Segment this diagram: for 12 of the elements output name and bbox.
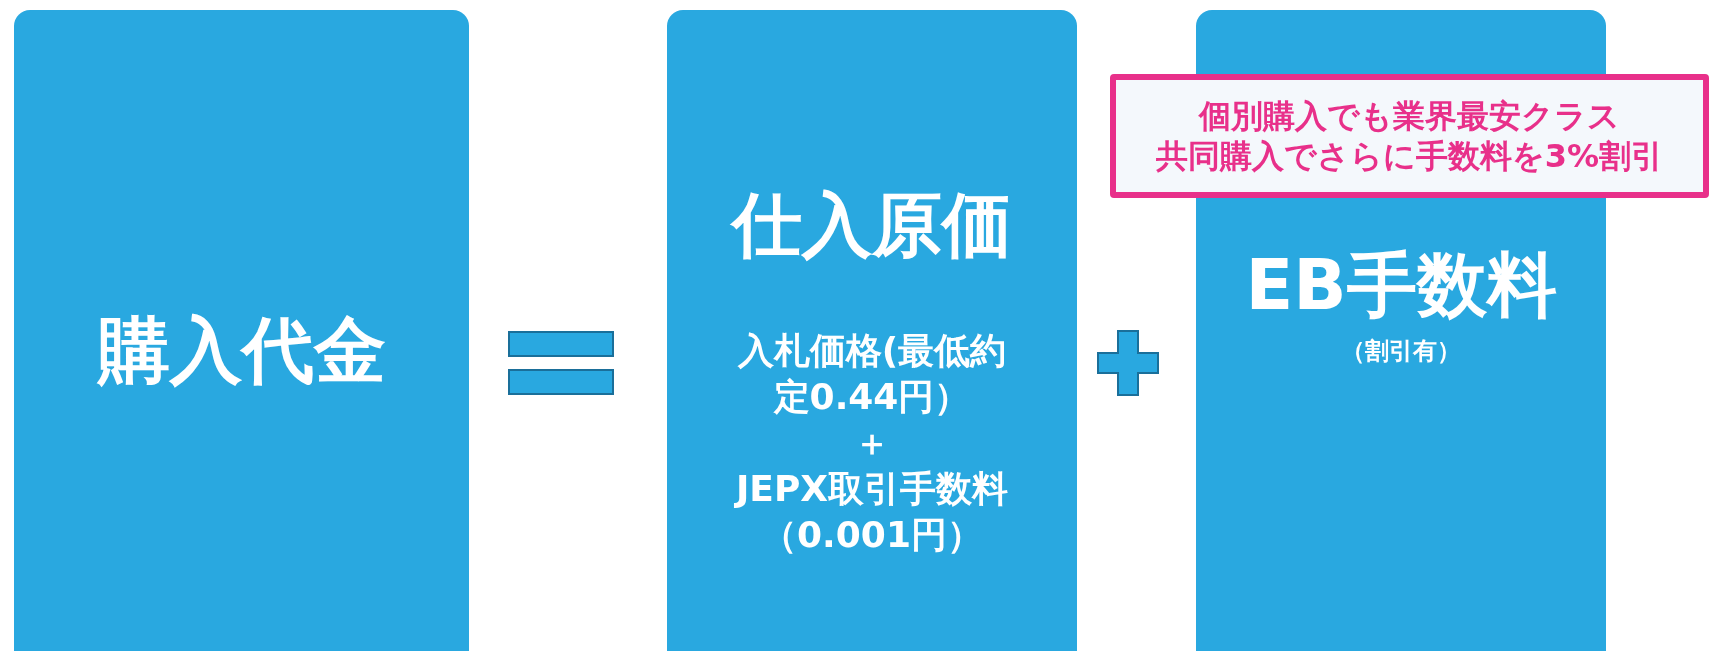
plus-text: ＋ xyxy=(854,420,890,465)
node-text: 入札価格(最低約定0.44円） xyxy=(736,328,1008,419)
process-box xyxy=(14,10,469,651)
node-note: （割引有） xyxy=(1341,335,1461,366)
node-title: 購入代金 xyxy=(97,307,386,394)
node-title: EB手数料 xyxy=(1245,243,1557,328)
node-title: 仕入原価 xyxy=(732,183,1012,268)
node-text: JEPX取引手数料（0.001円） xyxy=(733,466,1010,557)
callout-tooltip xyxy=(1110,74,1709,198)
process-box xyxy=(667,10,1077,651)
callout-text: 個別購入でも業界最安クラス xyxy=(1199,96,1620,136)
callout-text: 共同購入でさらに手数料を3%割引 xyxy=(1155,136,1664,176)
